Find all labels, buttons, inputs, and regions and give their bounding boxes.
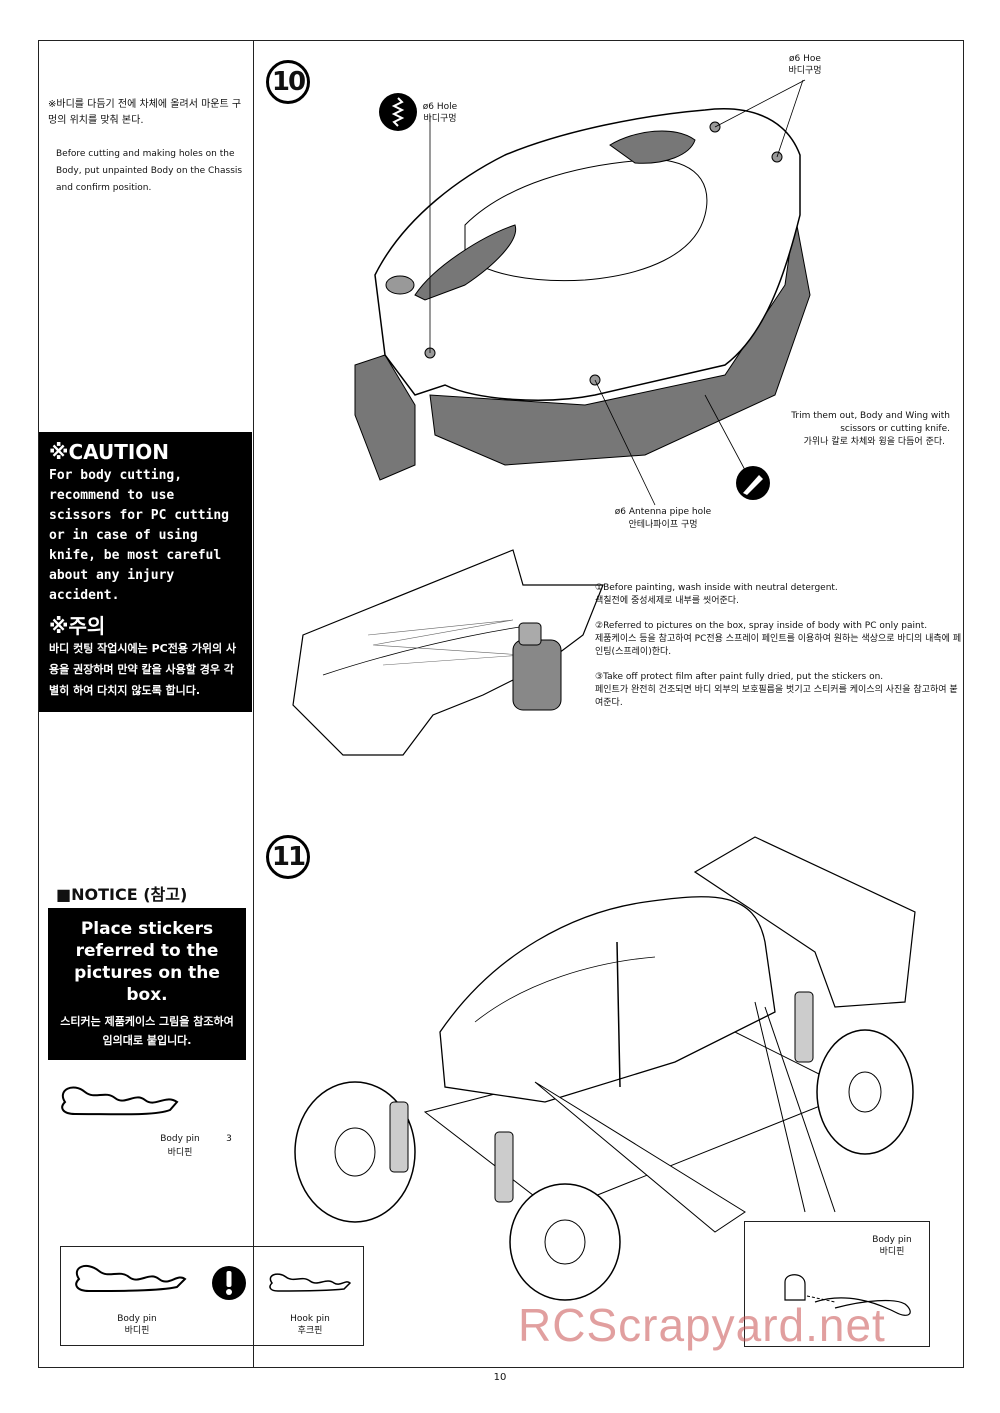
- legend-body-pin-ko: 바디핀: [124, 1326, 150, 1336]
- caution-title: ※CAUTION: [49, 440, 170, 464]
- paint-step-3-ko: 페인트가 완전히 건조되면 바디 외부의 보호필름을 벗기고 스티커를 케이스의…: [595, 685, 958, 708]
- caution-box: ※CAUTION For body cutting, recommend to …: [39, 432, 252, 712]
- warning-icon: [212, 1266, 246, 1300]
- body-pin-icon: [61, 1086, 179, 1116]
- step-11-number: 11: [266, 835, 310, 879]
- body-pin-detail-icon: [784, 1274, 911, 1316]
- step-10-number: 10: [266, 60, 310, 104]
- antenna-hole-label-ko: 안테나파이프 구멍: [628, 520, 698, 530]
- caution-text-ko: 바디 컷팅 작업시에는 PC전용 가위의 사용을 권장하며 만약 칼을 사용할 …: [49, 642, 237, 697]
- hole-left-label: ø6 Hole: [422, 102, 458, 112]
- body-pin-legend-icon: [75, 1264, 187, 1293]
- column-divider: [253, 40, 254, 1368]
- english-instruction: Before cutting and making holes on the B…: [56, 149, 243, 193]
- trim-label: Trim them out, Body and Wing with scisso…: [791, 411, 950, 434]
- paint-step-2-ko: 제품케이스 등을 참고하여 PC전용 스프레이 페인트를 이용하여 원하는 색상…: [595, 634, 962, 657]
- body-inside-spray-illustration: [292, 549, 604, 756]
- legend-hook-pin-ko: 후크핀: [297, 1326, 323, 1336]
- body-pin-label: Body pin: [160, 1134, 200, 1144]
- trim-label-ko: 가위나 칼로 차체와 윙을 다듬어 준다.: [803, 437, 945, 447]
- paint-step-2-en: ②Referred to pictures on the box, spray …: [595, 621, 928, 631]
- antenna-hole-label: ø6 Antenna pipe hole: [614, 507, 712, 517]
- body-pin-detail-box: Body pin 바디핀: [744, 1221, 930, 1347]
- watermark: RCScrapyard.net: [518, 1299, 886, 1351]
- body-pin-label-ko: 바디핀: [167, 1148, 193, 1158]
- legend-hook-pin-en: Hook pin: [290, 1314, 330, 1324]
- notice-title: ■NOTICE (참고): [56, 885, 188, 904]
- hole-top-label: ø6 Hoe: [789, 54, 821, 64]
- detail-body-pin-ko: 바디핀: [879, 1247, 905, 1257]
- body-shell-illustration: [354, 79, 811, 506]
- body-pin-qty: 3: [226, 1134, 232, 1144]
- page-number: 10: [493, 1372, 507, 1383]
- hole-left-label-ko: 바디구멍: [423, 114, 457, 124]
- painting-instructions: ①Before painting, wash inside with neutr…: [595, 582, 965, 722]
- notice-text-en: Place stickers referred to the pictures …: [74, 919, 220, 1005]
- legend-body-pin-en: Body pin: [117, 1314, 157, 1324]
- paint-step-1-en: ①Before painting, wash inside with neutr…: [595, 583, 838, 593]
- cutting-knife-icon: [736, 466, 770, 500]
- notice-text-ko: 스티커는 제품케이스 그림을 참조하여 임의대로 붙입니다.: [60, 1015, 234, 1047]
- paint-step-1-ko: 색칠전에 중성세제로 내부를 씻어준다.: [595, 596, 739, 606]
- detail-body-pin-en: Body pin: [872, 1235, 912, 1245]
- hole-top-label-ko: 바디구멍: [788, 66, 822, 76]
- korean-instruction: ※바디를 다듬기 전에 차체에 올려서 마운트 구멍의 위치를 맞춰 본다.: [48, 99, 242, 126]
- buggy-assembly-illustration: [294, 836, 916, 1301]
- paint-step-3-en: ③Take off protect film after paint fully…: [595, 672, 884, 682]
- pin-legend-box: Body pin 바디핀 Hook pin 후크핀: [60, 1246, 364, 1346]
- caution-text-en: For body cutting, recommend to use sciss…: [49, 468, 230, 603]
- hook-pin-legend-icon: [269, 1273, 352, 1292]
- page-frame: [38, 40, 964, 1368]
- drill-bit-icon: [379, 93, 417, 131]
- notice-box: Place stickers referred to the pictures …: [48, 908, 246, 1060]
- caution-title-ko: ※주의: [49, 614, 106, 638]
